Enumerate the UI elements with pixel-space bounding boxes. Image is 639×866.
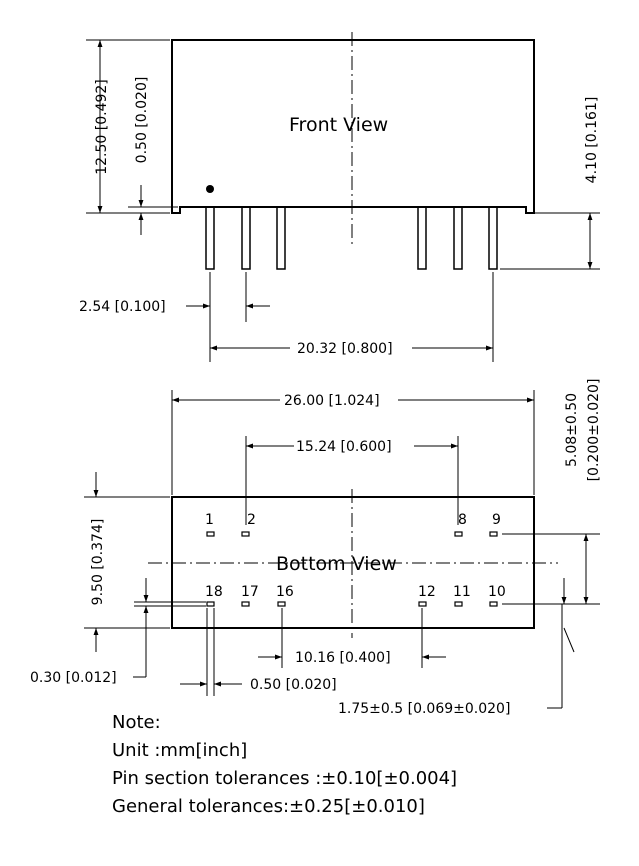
pin-label: 10	[488, 584, 506, 600]
dim-pin-length: 4.10 [0.161]	[584, 97, 600, 184]
pin-pad	[454, 531, 463, 537]
pin-pad	[206, 531, 215, 537]
dim-width: 9.50 [0.374]	[90, 519, 106, 606]
front-pin	[453, 206, 463, 270]
pin-label: 2	[247, 512, 256, 528]
note-pin-tolerance: Pin section tolerances :±0.10[±0.004]	[112, 768, 458, 789]
pin-label: 8	[458, 512, 467, 528]
note-heading: Note:	[112, 712, 161, 733]
note-unit: Unit :mm[inch]	[112, 740, 248, 761]
pin1-marker-dot	[206, 185, 214, 193]
dim-pin-span: 20.32 [0.800]	[297, 341, 393, 357]
front-pin	[205, 206, 215, 270]
pin-label: 11	[453, 584, 471, 600]
dim-edge-offset: 1.75±0.5 [0.069±0.020]	[338, 701, 510, 717]
front-pin	[241, 206, 251, 270]
pin-pad	[489, 601, 498, 607]
front-body-outline	[171, 39, 535, 214]
pin-label: 1	[205, 512, 214, 528]
front-pin	[417, 206, 427, 270]
dim-height-total: 12.50 [0.492]	[94, 79, 110, 175]
pin-pad	[454, 601, 463, 607]
dim-inner-span: 15.24 [0.600]	[296, 439, 392, 455]
front-pin	[276, 206, 286, 270]
front-pins	[205, 206, 498, 270]
dim-pin-thickness: 0.30 [0.012]	[30, 670, 117, 686]
pin-pad	[277, 601, 286, 607]
bottom-view-title: Bottom View	[276, 553, 397, 575]
pin-label: 12	[418, 584, 436, 600]
dim-row-spacing-inch: [0.200±0.020]	[586, 379, 602, 482]
pin-pad	[241, 531, 250, 537]
pin-pad	[418, 601, 427, 607]
dim-length: 26.00 [1.024]	[284, 393, 380, 409]
dim-pin-width: 0.50 [0.020]	[250, 677, 337, 693]
dim-pin-pitch: 2.54 [0.100]	[79, 299, 166, 315]
dim-pin-gap: 10.16 [0.400]	[295, 650, 391, 666]
bottom-pin-pads	[206, 531, 498, 607]
pin-pad	[489, 531, 498, 537]
dim-row-spacing: 5.08±0.50	[564, 393, 580, 467]
front-view	[86, 32, 600, 362]
pin-label: 18	[205, 584, 223, 600]
note-general-tolerance: General tolerances:±0.25[±0.010]	[112, 796, 425, 817]
pin-pad	[241, 601, 250, 607]
bottom-view	[84, 390, 600, 709]
front-view-title: Front View	[289, 114, 388, 136]
dim-standoff: 0.50 [0.020]	[134, 77, 150, 164]
front-pin	[488, 206, 498, 270]
pin-pad	[206, 601, 215, 607]
pin-label: 9	[492, 512, 501, 528]
pin-label: 16	[276, 584, 294, 600]
pin-label: 17	[241, 584, 259, 600]
